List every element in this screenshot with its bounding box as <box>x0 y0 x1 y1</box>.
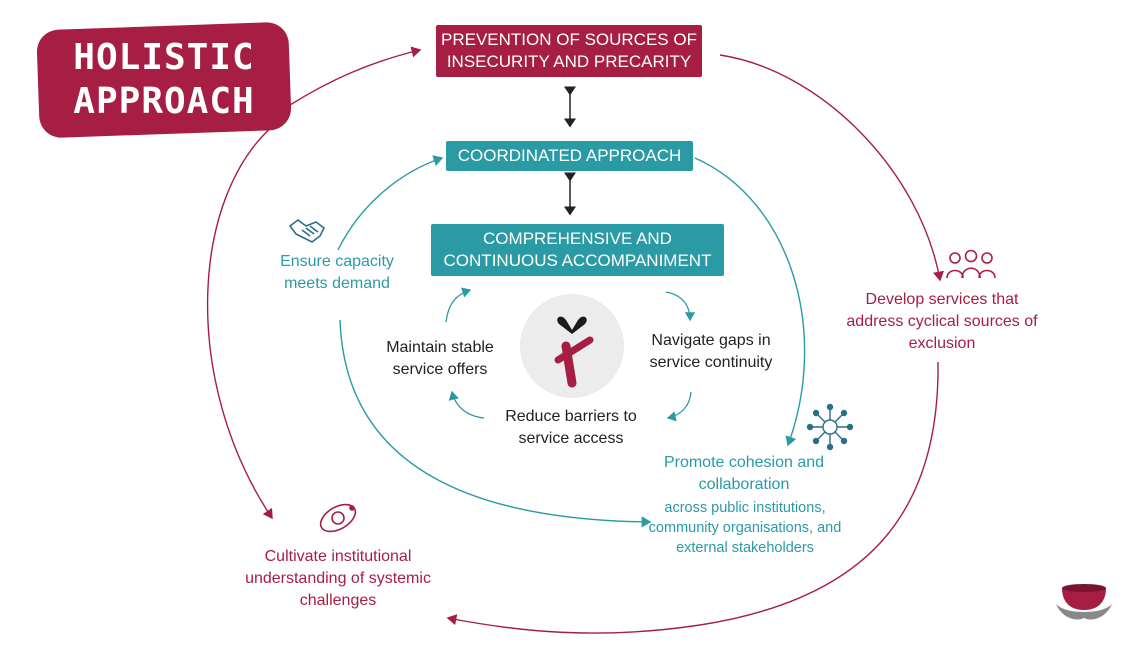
outer-arrow-topleft <box>289 46 422 106</box>
network-icon <box>806 403 854 451</box>
prevention-box: PREVENTION OF SOURCES OF INSECURITY AND … <box>436 25 702 77</box>
title-badge: HOLISTIC APPROACH <box>36 21 292 139</box>
outer-arrow-left <box>207 119 281 520</box>
inner-arrow-1 <box>445 287 472 323</box>
inner-arrow-4 <box>448 390 485 419</box>
cultivate-label: Cultivate institutional understanding of… <box>245 548 431 609</box>
people-icon <box>946 249 996 279</box>
center-logo-icon <box>554 316 594 388</box>
promote-detail: across public institutions, community or… <box>648 500 842 556</box>
center-circle <box>520 294 624 398</box>
develop-label: Develop services that address cyclical s… <box>846 291 1038 352</box>
comprehensive-label: COMPREHENSIVE AND CONTINUOUS ACCOMPANIME… <box>443 229 712 270</box>
reduce-label: Reduce barriers to service access <box>505 408 637 447</box>
teal-arrow-right <box>694 157 806 447</box>
outer-arrow-topright <box>719 54 945 282</box>
promote-title: Promote cohesion and collaboration <box>663 454 825 493</box>
orbit-icon <box>319 503 357 533</box>
bowl-hands-icon <box>1056 584 1112 620</box>
teal-arrow-topleft <box>337 155 444 251</box>
inner-arrow-3 <box>666 391 692 422</box>
coordinated-label: COORDINATED APPROACH <box>457 146 682 165</box>
maintain-label: Maintain stable service offers <box>386 339 494 378</box>
ensure-label: Ensure capacity meets demand <box>280 253 394 292</box>
teal-arrow-bottom <box>339 319 652 528</box>
page-title: HOLISTIC APPROACH <box>73 37 255 122</box>
comprehensive-box: COMPREHENSIVE AND CONTINUOUS ACCOMPANIME… <box>431 224 724 276</box>
inner-arrow-2 <box>665 291 696 322</box>
handshake-icon <box>288 219 326 243</box>
prevention-label: PREVENTION OF SOURCES OF INSECURITY AND … <box>441 30 697 71</box>
navigate-label: Navigate gaps in service continuity <box>649 332 773 371</box>
outer-arrow-bottom <box>446 361 939 634</box>
coordinated-box: COORDINATED APPROACH <box>446 141 693 171</box>
